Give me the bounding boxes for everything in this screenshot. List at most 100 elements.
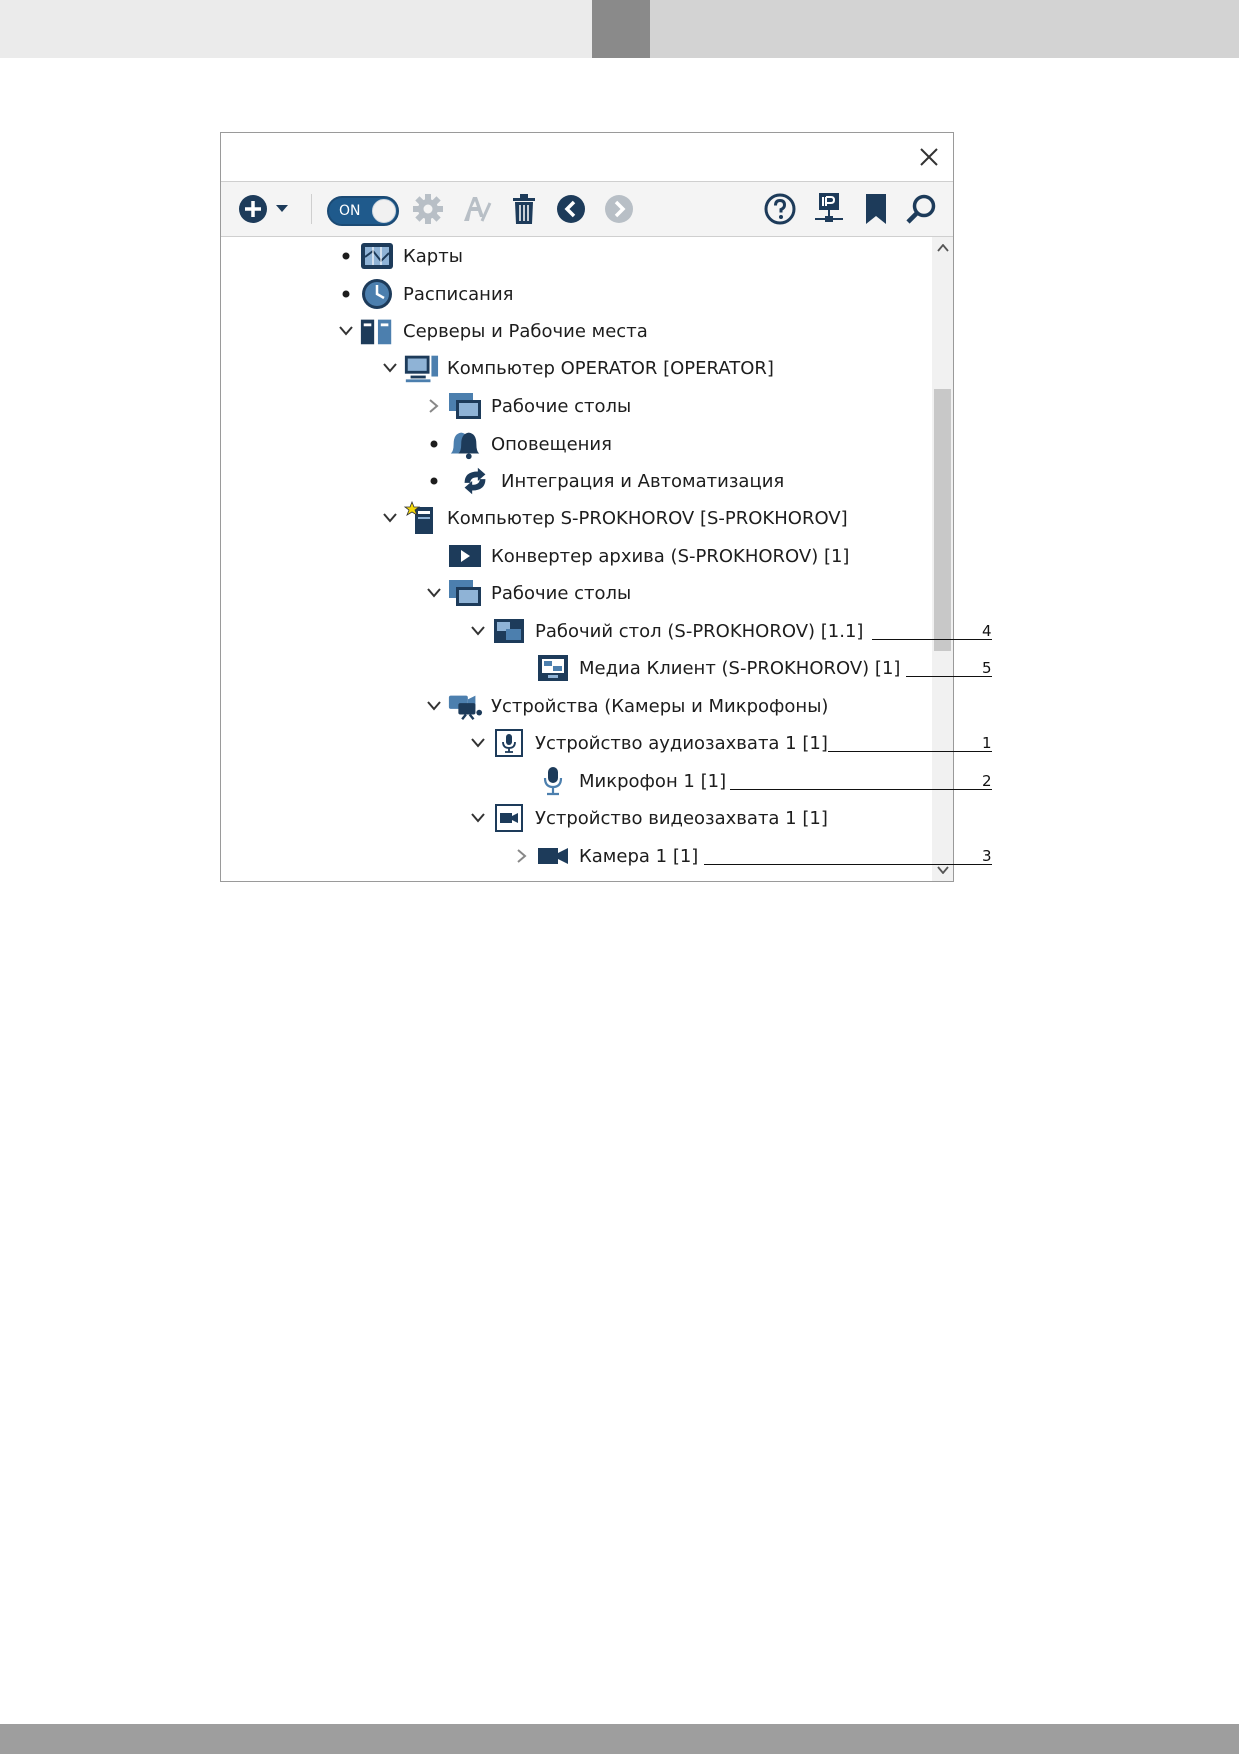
scroll-up-button[interactable] [932,237,953,259]
dropdown-arrow-icon [276,205,288,212]
delete-button[interactable] [509,193,539,225]
help-button[interactable] [763,193,797,225]
tree-item-maps[interactable]: Карты [337,239,463,273]
tree-item-media-client[interactable]: Медиа Клиент (S-PROKHOROV) [1] [535,651,900,685]
toggle-knob [372,199,396,223]
chevron-down-icon[interactable] [337,322,355,340]
settings-icon [413,194,443,224]
back-button[interactable] [555,193,587,225]
callout-line-3 [704,864,992,865]
tree-item-camera[interactable]: Камера 1 [1] [513,839,698,873]
chevron-right-icon[interactable] [513,847,531,865]
chevron-down-icon[interactable] [425,697,443,715]
tree-item-label: Рабочий стол (S-PROKHOROV) [1.1] [535,620,864,642]
chevron-right-icon[interactable] [425,397,443,415]
tree-item-computer-operator[interactable]: Компьютер OPERATOR [OPERATOR] [381,351,774,385]
scroll-thumb[interactable] [934,389,951,651]
tree-item-schedules[interactable]: Расписания [337,277,513,311]
tree-item-label: Карты [403,245,463,267]
chevron-down-icon[interactable] [381,509,399,527]
tree-item-label: Рабочие столы [491,395,632,417]
window-titlebar [221,133,953,182]
ip-network-button[interactable] [811,193,847,225]
chevron-down-icon[interactable] [469,734,487,752]
back-icon [557,195,585,223]
toolbar-separator [311,194,312,224]
callout-number-5: 5 [982,659,992,677]
header-band-right [650,0,1239,58]
chevron-down-icon[interactable] [381,359,399,377]
sync-icon [457,465,493,497]
video-capture-icon [491,802,527,834]
header-band-left [0,0,592,58]
desktops-icon [447,390,483,422]
search-button[interactable] [903,193,939,225]
tree-leaf-dot [425,472,443,490]
bell-icon [447,428,483,460]
callout-line-1 [828,751,992,752]
tree-item-video-capture[interactable]: Устройство видеозахвата 1 [1] [469,801,828,835]
tree-item-label: Компьютер S-PROKHOROV [S-PROKHOROV] [447,507,848,529]
ip-network-icon [815,193,843,222]
rename-button[interactable] [459,193,493,225]
devices-icon [447,690,483,722]
tree-item-desktops[interactable]: Рабочие столы [425,389,631,423]
tree-item-label: Камера 1 [1] [579,845,699,867]
desktops-icon [447,577,483,609]
clock-icon [359,278,395,310]
server-star-icon [403,501,439,534]
tree-item-desktop[interactable]: Рабочий стол (S-PROKHOROV) [1.1] [469,614,863,648]
tree-scrollbar[interactable] [932,237,953,881]
tree-item-devices[interactable]: Устройства (Камеры и Микрофоны) [425,689,828,723]
servers-icon [359,315,395,347]
tree-item-desktops-2[interactable]: Рабочие столы [425,576,631,610]
settings-button[interactable] [411,193,445,225]
forward-button[interactable] [603,193,635,225]
chevron-down-icon[interactable] [425,584,443,602]
chevron-down-icon[interactable] [469,809,487,827]
computer-icon [403,352,439,384]
tree-item-label: Медиа Клиент (S-PROKHOROV) [1] [579,657,901,679]
tree-item-archive-converter[interactable]: Конвертер архива (S-PROKHOROV) [1] [447,539,849,573]
microphone-icon [535,765,571,797]
audio-capture-icon [491,727,527,759]
desktop-icon [491,615,527,647]
callout-number-1: 1 [982,734,992,752]
tree-item-audio-capture[interactable]: Устройство аудиозахвата 1 [1] [469,726,828,760]
callout-number-4: 4 [982,622,992,640]
add-dropdown-button[interactable] [273,193,291,225]
scroll-down-button[interactable] [932,859,953,881]
tree-item-label: Устройство видеозахвата 1 [1] [535,807,828,829]
close-icon[interactable] [917,145,941,169]
archive-converter-icon [447,540,483,572]
callout-line-2 [730,789,992,790]
callout-line-5 [906,676,992,677]
tree-item-computer-s-prokhorov[interactable]: Компьютер S-PROKHOROV [S-PROKHOROV] [381,501,848,535]
chevron-down-icon [936,866,949,874]
chevron-up-icon [936,244,949,252]
on-off-toggle[interactable]: ON [327,196,399,226]
tree-item-label: Интеграция и Автоматизация [501,470,785,492]
forward-icon [605,195,633,223]
tree-item-servers[interactable]: Серверы и Рабочие места [337,314,648,348]
tree-item-integration[interactable]: Интеграция и Автоматизация [425,464,784,498]
object-tree: Карты Расписания Серверы и Рабочие места… [221,237,933,881]
tree-item-label: Компьютер OPERATOR [OPERATOR] [447,357,774,379]
tree-leaf-dot [425,435,443,453]
chevron-down-icon[interactable] [469,622,487,640]
tree-item-microphone[interactable]: Микрофон 1 [1] [535,764,726,798]
add-button[interactable] [237,193,269,225]
add-icon [239,195,267,223]
bookmark-button[interactable] [861,193,891,225]
help-icon [764,193,796,225]
callout-line-4 [872,639,992,640]
tree-leaf-dot [337,285,355,303]
page-footer-bar [0,1724,1239,1754]
tree-item-notifications[interactable]: Оповещения [425,427,612,461]
tree-item-label: Устройства (Камеры и Микрофоны) [491,695,829,717]
tree-item-label: Рабочие столы [491,582,632,604]
delete-icon [513,194,535,224]
tree-item-label: Микрофон 1 [1] [579,770,727,792]
toggle-label: ON [339,203,361,219]
search-icon [906,194,936,224]
